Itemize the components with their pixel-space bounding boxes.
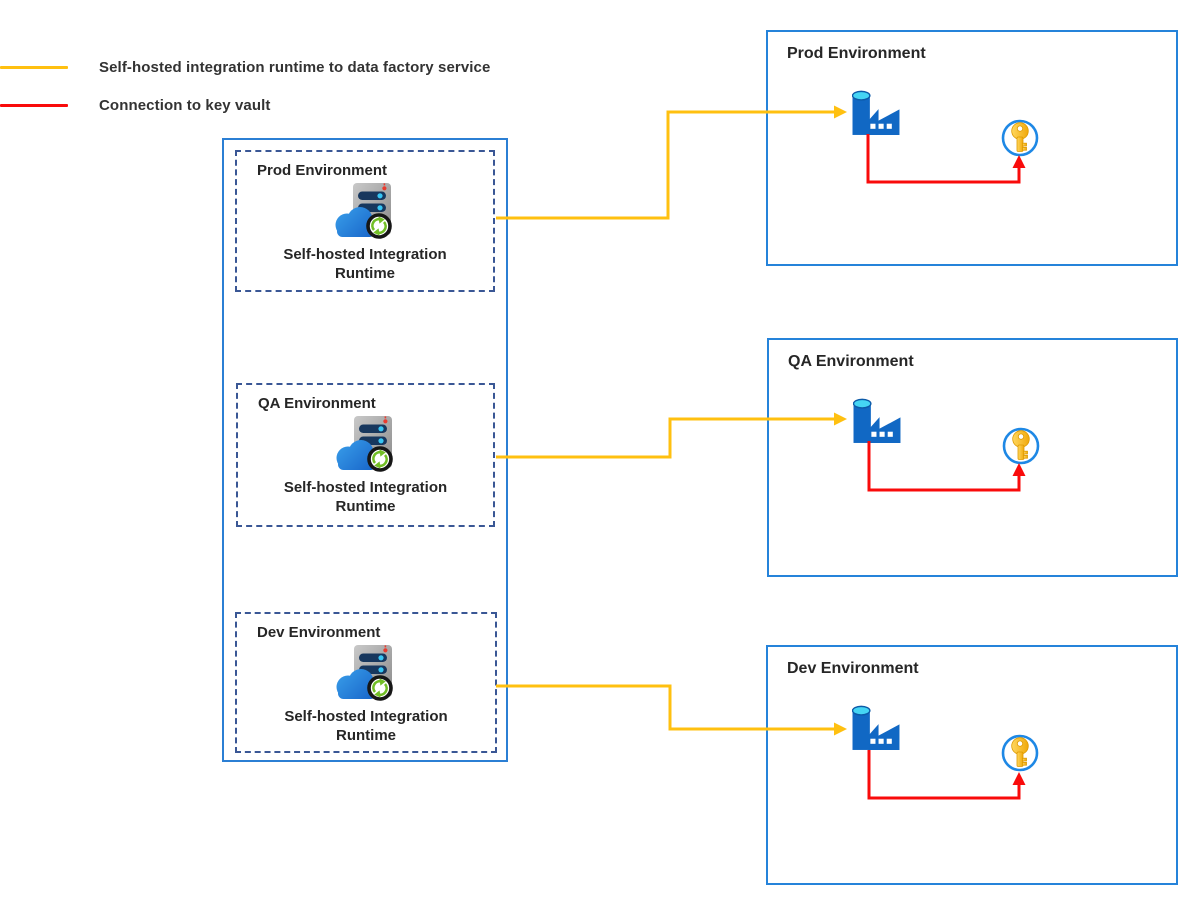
shir-caption: Self-hosted Integration Runtime xyxy=(284,708,448,744)
qa-environment-box: QA Environment xyxy=(767,338,1178,577)
shir-dev-environment-box: Dev Environment Self-hosted Integration … xyxy=(235,612,497,753)
shir-dev-environment-title: Dev Environment xyxy=(257,624,381,641)
shir-qa-environment-box: QA Environment Self-hosted Integration R… xyxy=(236,383,495,527)
data-factory-icon xyxy=(852,90,901,136)
key-vault-icon xyxy=(1001,426,1041,466)
legend-shir-flow-line xyxy=(0,66,68,69)
dev-environment-box: Dev Environment xyxy=(766,645,1178,885)
self-hosted-integration-runtime-icon xyxy=(333,183,397,241)
shir-qa-environment-title: QA Environment xyxy=(258,395,376,412)
self-hosted-integration-runtime-icon xyxy=(334,416,398,474)
legend-key-vault-flow-label: Connection to key vault xyxy=(99,97,271,114)
key-vault-icon xyxy=(1000,118,1040,158)
data-factory-icon xyxy=(853,398,902,444)
shir-caption: Self-hosted Integration Runtime xyxy=(283,246,447,282)
shir-prod-environment-box: Prod Environment Self-hosted Integration… xyxy=(235,150,495,292)
data-factory-icon xyxy=(852,705,901,751)
prod-environment-title: Prod Environment xyxy=(787,45,926,62)
shir-prod-environment-title: Prod Environment xyxy=(257,162,388,179)
prod-environment-box: Prod Environment xyxy=(766,30,1178,266)
self-hosted-integration-runtime-icon xyxy=(334,645,398,703)
shir-caption: Self-hosted Integration Runtime xyxy=(283,479,448,515)
key-vault-icon xyxy=(1000,733,1040,773)
dev-environment-title: Dev Environment xyxy=(787,660,919,677)
qa-environment-title: QA Environment xyxy=(788,353,914,370)
legend-key-vault-flow-line xyxy=(0,104,68,107)
legend-shir-flow-label: Self-hosted integration runtime to data … xyxy=(99,59,491,76)
